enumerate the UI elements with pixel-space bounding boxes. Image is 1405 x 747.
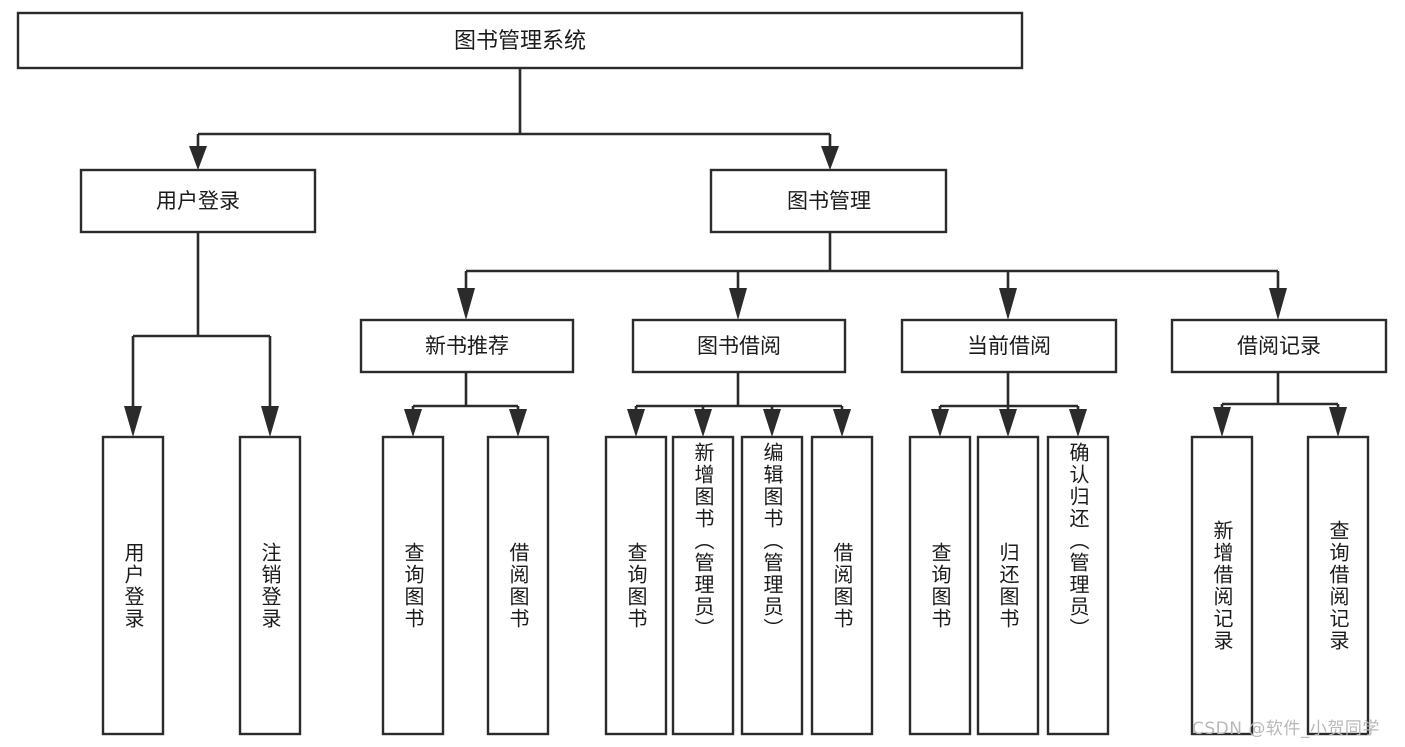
node-leaf-borrow-book-new[interactable] (486, 435, 550, 736)
node-current-borrow[interactable] (900, 318, 1118, 374)
node-new-book-recommend[interactable] (359, 318, 575, 374)
node-leaf-borrow-book[interactable] (810, 435, 874, 736)
node-book-borrow-label: 图书借阅 (697, 334, 781, 358)
node-leaf-user-login[interactable] (101, 435, 165, 736)
node-leaf-query-book-new[interactable] (381, 435, 445, 736)
node-book-management-label: 图书管理 (787, 189, 871, 213)
node-leaf-confirm-return-admin[interactable] (1046, 435, 1110, 736)
node-borrow-record[interactable] (1170, 318, 1388, 374)
node-leaf-query-borrow-record[interactable] (1306, 435, 1370, 736)
arrow-head-book-borrow-leaf-4 (833, 409, 851, 437)
node-leaf-query-book-borrow[interactable] (604, 435, 668, 736)
arrow-head-borrow-record-leaf-1 (1213, 407, 1231, 437)
arrow-head-user-login (189, 146, 207, 170)
arrow-head-current-borrow-leaf-1 (931, 409, 949, 437)
node-new-book-recommend-label: 新书推荐 (425, 334, 509, 358)
arrow-head-current-borrow (999, 288, 1017, 320)
node-user-login[interactable] (79, 168, 317, 234)
arrow-head-borrow-record (1269, 288, 1287, 320)
arrow-head-new-book (457, 288, 475, 320)
arrow-head-leaf-logout (261, 406, 279, 437)
node-book-management[interactable] (709, 168, 948, 234)
node-leaf-add-borrow-record[interactable] (1190, 435, 1254, 736)
arrow-head-book-borrow-leaf-3 (763, 409, 781, 437)
node-leaf-return-book[interactable] (976, 435, 1040, 736)
arrow-head-current-borrow-leaf-3 (1069, 409, 1087, 437)
node-leaf-query-book-current[interactable] (908, 435, 972, 736)
node-root-label: 图书管理系统 (454, 29, 586, 54)
node-leaf-edit-book-admin[interactable] (740, 435, 804, 736)
arrow-head-book-borrow (729, 288, 747, 320)
arrow-head-new-book-leaf-1 (404, 409, 422, 437)
node-book-borrow[interactable] (631, 318, 847, 374)
node-root[interactable] (16, 11, 1024, 70)
node-current-borrow-label: 当前借阅 (967, 334, 1051, 358)
node-user-login-label: 用户登录 (156, 189, 240, 213)
arrow-head-new-book-leaf-2 (509, 409, 527, 437)
node-leaf-add-book-admin[interactable] (671, 435, 735, 736)
connector-layer (124, 68, 1347, 437)
arrow-head-book-mgmt (821, 146, 839, 170)
arrow-head-current-borrow-leaf-2 (999, 409, 1017, 437)
arrow-head-leaf-user-login (124, 406, 142, 437)
node-leaf-logout[interactable] (238, 435, 302, 736)
node-borrow-record-label: 借阅记录 (1237, 334, 1321, 358)
arrow-head-book-borrow-leaf-1 (627, 409, 645, 437)
arrow-head-book-borrow-leaf-2 (694, 409, 712, 437)
csdn-watermark: CSDN @软件_小贺同学 (1192, 719, 1380, 739)
arrow-head-borrow-record-leaf-2 (1329, 407, 1347, 437)
